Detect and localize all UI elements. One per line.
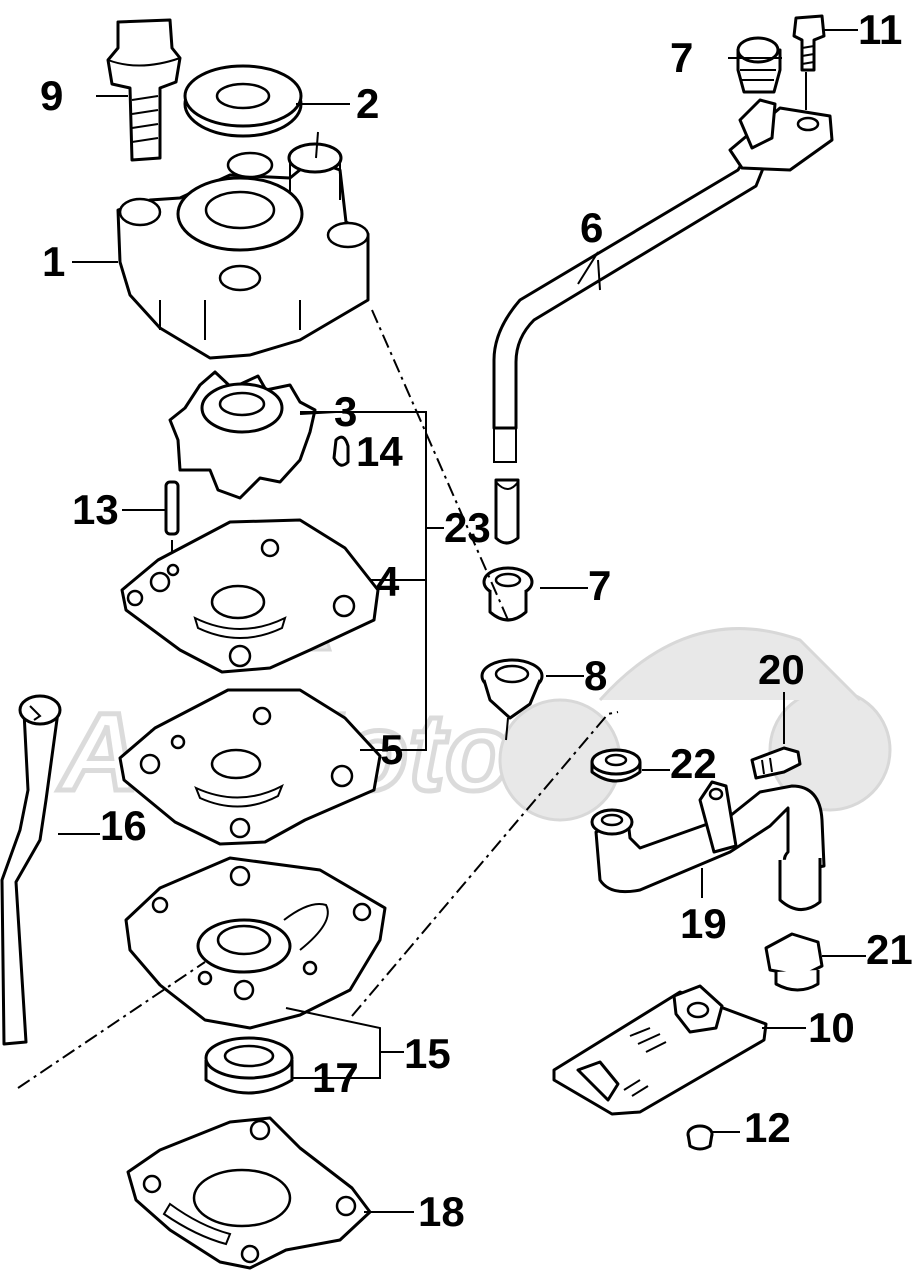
callout-9: 10 bbox=[808, 1004, 855, 1051]
part-plate-4 bbox=[120, 518, 380, 674]
part-grommet-7-mid bbox=[482, 566, 534, 622]
part-gasket-18 bbox=[126, 1116, 372, 1270]
callout-8: 8 bbox=[584, 652, 607, 699]
callout-7-top: 7 bbox=[670, 34, 693, 81]
part-washer-22 bbox=[590, 748, 642, 783]
part-gasket-5 bbox=[118, 688, 382, 846]
callout-3: 3 bbox=[334, 388, 357, 435]
part-grommet-21 bbox=[764, 932, 824, 992]
callout-16: 16 bbox=[100, 802, 147, 849]
callout-21: 21 bbox=[866, 926, 913, 973]
callout-1: 1 bbox=[42, 238, 65, 285]
part-grommet-7-top bbox=[736, 36, 782, 94]
part-impeller-3 bbox=[168, 370, 317, 500]
part-elbow-pipe-19 bbox=[590, 780, 826, 911]
callout-10: 9 bbox=[40, 72, 63, 119]
part-screw-11 bbox=[792, 14, 826, 72]
leader-lines bbox=[58, 29, 866, 1213]
part-grommet-8 bbox=[480, 658, 544, 741]
part-bolt-10 bbox=[106, 18, 182, 162]
part-pump-housing-1 bbox=[116, 131, 370, 360]
part-water-tube-6 bbox=[492, 98, 834, 545]
callout-20: 20 bbox=[758, 646, 805, 693]
callout-15: 15 bbox=[404, 1030, 451, 1077]
part-oil-seal-17 bbox=[204, 1036, 294, 1095]
callout-23: 23 bbox=[444, 504, 491, 551]
callout-5: 5 bbox=[380, 726, 403, 773]
assembly-lines bbox=[17, 309, 619, 1089]
callout-14: 14 bbox=[356, 428, 403, 475]
part-screw-20 bbox=[750, 746, 802, 780]
callout-6: 6 bbox=[580, 204, 603, 251]
callout-11: 11 bbox=[858, 6, 902, 53]
part-pin-13 bbox=[164, 480, 180, 572]
callout-2: 2 bbox=[356, 80, 379, 127]
callout-22: 22 bbox=[670, 740, 717, 787]
part-seal-2 bbox=[183, 64, 303, 138]
part-tube-16 bbox=[0, 694, 62, 1046]
callout-7-mid: 7 bbox=[588, 562, 611, 609]
callout-17: 17 bbox=[312, 1054, 359, 1101]
callout-13: 13 bbox=[72, 486, 119, 533]
part-lower-housing-15 bbox=[124, 856, 387, 1030]
part-screw-12 bbox=[686, 1124, 714, 1151]
callouts: 9 2 1 3 14 13 23 4 5 16 15 17 18 7 11 6 … bbox=[40, 6, 913, 1235]
callout-18: 18 bbox=[418, 1188, 465, 1235]
callout-12: 12 bbox=[744, 1104, 791, 1151]
callout-4: 4 bbox=[376, 558, 400, 605]
part-key-14 bbox=[332, 435, 350, 467]
callout-19: 19 bbox=[680, 900, 727, 947]
part-bracket-9 bbox=[552, 984, 768, 1116]
